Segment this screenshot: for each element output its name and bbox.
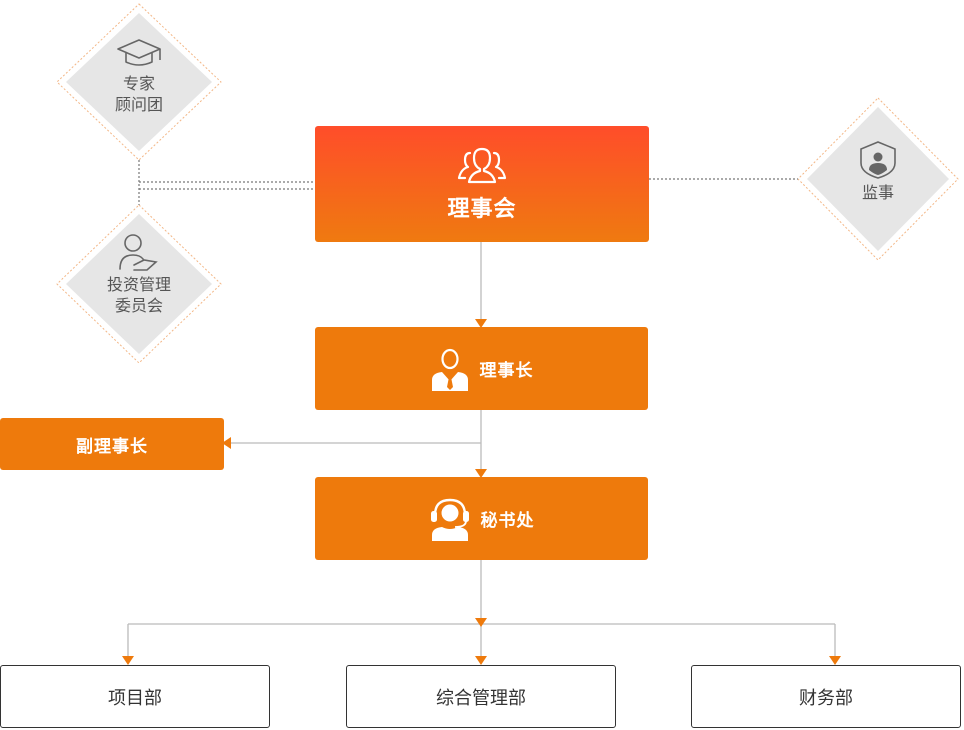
investment-line2: 委员会 — [114, 296, 163, 315]
headset-icon — [430, 498, 469, 541]
vice-chairman-label: 副理事长 — [76, 436, 148, 457]
advisors-diamond — [56, 3, 222, 161]
advisors-line1: 专家 — [122, 74, 155, 93]
shield-person-icon — [860, 141, 896, 179]
advisors-line2: 顾问团 — [114, 95, 163, 114]
department-finance: 财务部 — [691, 665, 961, 728]
secretariat-label: 秘书处 — [480, 511, 535, 531]
investment-label: 投资管理 委员会 — [89, 274, 189, 316]
board-box: 理事会 — [315, 126, 649, 242]
secretariat-box: 秘书处 — [315, 477, 648, 560]
chairman-box: 理事长 — [315, 327, 648, 410]
businessman-icon — [431, 348, 468, 391]
arrowheads — [122, 319, 841, 665]
advisors-label: 专家 顾问团 — [89, 73, 189, 115]
vice-chairman-box: 副理事长 — [0, 418, 224, 470]
investment-diamond — [56, 204, 222, 364]
department-general-management: 综合管理部 — [346, 665, 616, 728]
investment-line1: 投资管理 — [106, 275, 171, 294]
dotted-links — [138, 160, 798, 205]
group-people-icon — [457, 147, 507, 184]
solid-links — [127, 242, 836, 658]
advisor-person-icon — [119, 234, 158, 271]
department-project: 项目部 — [0, 665, 270, 728]
graduation-cap-icon — [117, 39, 161, 66]
supervisor-label: 监事 — [861, 183, 894, 202]
board-label: 理事会 — [447, 197, 517, 222]
supervisor-diamond — [797, 97, 959, 261]
chairman-label: 理事长 — [479, 361, 534, 381]
